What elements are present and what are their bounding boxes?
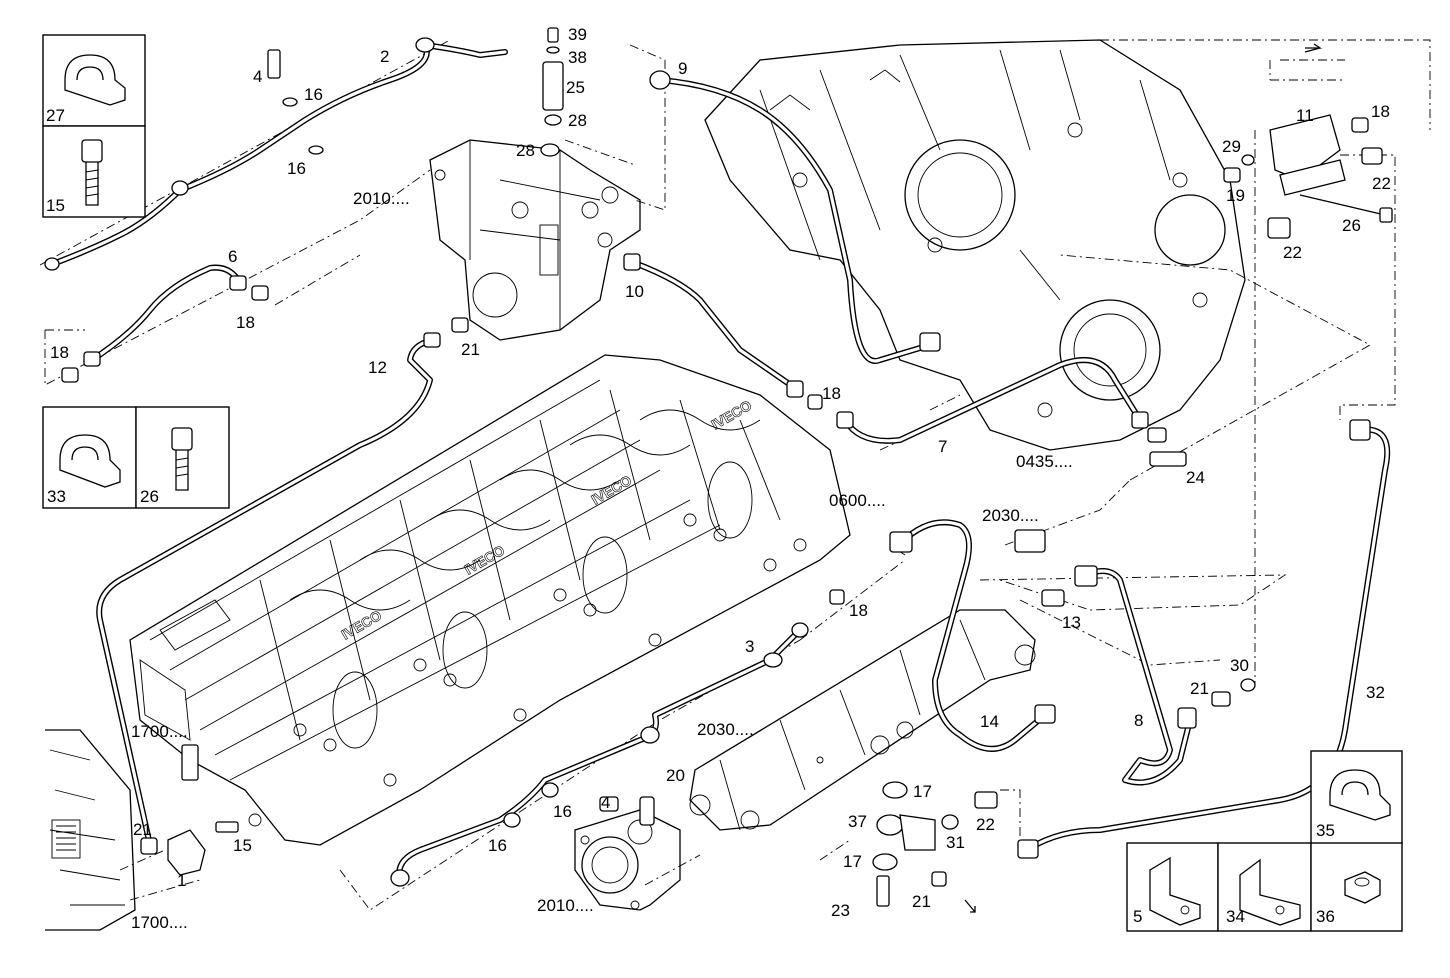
callout-7: 7 <box>938 437 947 456</box>
callout-23: 23 <box>831 901 850 920</box>
callout-16: 16 <box>488 836 507 855</box>
pipe-2 <box>44 37 508 271</box>
group-reference-labels: 2010.... 2010.... 2030.... 2030.... 0435… <box>131 189 1073 932</box>
callout-4: 4 <box>601 793 610 812</box>
callout-5: 5 <box>1133 907 1142 926</box>
callout-29: 29 <box>1222 137 1241 156</box>
callout-34: 34 <box>1226 907 1245 926</box>
pipe-10 <box>623 253 804 398</box>
callout-11: 11 <box>1296 106 1314 125</box>
callout-32: 32 <box>1366 683 1385 702</box>
callout-39: 39 <box>568 25 587 44</box>
callout-14: 14 <box>980 712 999 731</box>
flywheel-housing-illustration <box>704 39 1246 451</box>
callout-21: 21 <box>461 340 480 359</box>
callout-8: 8 <box>1134 711 1143 730</box>
callout-27: 27 <box>46 106 65 125</box>
callout-2: 2 <box>380 47 389 66</box>
callout-20: 20 <box>666 766 685 785</box>
callout-18: 18 <box>822 384 841 403</box>
cylinder-head-illustration: IVECO IVECO IVECO IVECO <box>129 354 851 846</box>
svg-text:IVECO: IVECO <box>709 397 755 433</box>
kit-box-15 <box>42 125 146 218</box>
callout-18: 18 <box>1371 102 1390 121</box>
ref-0600: 0600.... <box>829 491 886 510</box>
callout-18: 18 <box>50 343 69 362</box>
callout-22: 22 <box>976 815 995 834</box>
reference-lines <box>39 39 1431 911</box>
callout-18: 18 <box>849 601 868 620</box>
fuel-pump-illustration <box>429 139 641 341</box>
pipe-3 <box>390 622 809 887</box>
pipe-6 <box>83 264 247 367</box>
callout-15: 15 <box>46 196 65 215</box>
callout-21: 21 <box>912 892 931 911</box>
ref-0435: 0435.... <box>1016 452 1073 471</box>
callout-17: 17 <box>843 852 862 871</box>
callout-17: 17 <box>913 782 932 801</box>
svg-text:IVECO: IVECO <box>339 607 385 643</box>
callout-37: 37 <box>848 812 867 831</box>
callout-24: 24 <box>1186 468 1205 487</box>
ref-2010-filter: 2010.... <box>537 896 594 915</box>
part-labels: 1 2 3 4 4 5 6 7 8 9 10 11 12 13 14 15 15… <box>46 25 1391 926</box>
kit-box-33-26 <box>42 406 230 509</box>
callout-4: 4 <box>253 67 262 86</box>
callout-25: 25 <box>566 78 585 97</box>
pipe-7 <box>836 357 1149 444</box>
callout-22: 22 <box>1283 243 1302 262</box>
callout-21: 21 <box>133 820 152 839</box>
ref-1700-lower: 1700.... <box>131 913 188 932</box>
callout-33: 33 <box>47 487 66 506</box>
kit-box-35 <box>1310 750 1403 845</box>
callout-10: 10 <box>625 282 644 301</box>
ref-1700-upper: 1700.... <box>131 722 188 741</box>
callout-16: 16 <box>287 159 306 178</box>
callout-22: 22 <box>1372 174 1391 193</box>
callout-30: 30 <box>1230 656 1249 675</box>
callout-38: 38 <box>568 48 587 67</box>
callout-13: 13 <box>1062 613 1081 632</box>
ref-2030-lower: 2030.... <box>697 720 754 739</box>
pipe-9 <box>649 70 941 364</box>
callout-18: 18 <box>236 313 255 332</box>
pipe-12 <box>96 332 441 855</box>
callout-16: 16 <box>304 85 323 104</box>
callout-26: 26 <box>1342 216 1361 235</box>
callout-35: 35 <box>1316 821 1335 840</box>
pipe-14 <box>889 519 1056 752</box>
svg-text:IVECO: IVECO <box>589 472 635 508</box>
callout-15: 15 <box>233 836 252 855</box>
callout-16: 16 <box>553 802 572 821</box>
callout-28: 28 <box>516 141 535 160</box>
callout-26: 26 <box>140 487 159 506</box>
ref-2010-pump: 2010.... <box>353 189 410 208</box>
fuel-rail-illustration <box>689 609 1036 831</box>
callout-31: 31 <box>946 833 965 852</box>
callout-19: 19 <box>1226 186 1245 205</box>
callout-3: 3 <box>745 637 754 656</box>
callout-36: 36 <box>1316 907 1335 926</box>
ref-2030-upper: 2030.... <box>982 506 1039 525</box>
kit-box-5-34-36 <box>1126 842 1403 932</box>
ecu-fragment-illustration <box>45 729 136 931</box>
kit-box-27 <box>42 34 146 127</box>
callout-1: 1 <box>177 871 186 890</box>
callout-12: 12 <box>368 358 387 377</box>
callout-9: 9 <box>678 59 687 78</box>
pipe-8 <box>1074 565 1197 786</box>
fittings <box>61 27 1393 913</box>
callout-21: 21 <box>1190 679 1209 698</box>
callout-6: 6 <box>228 247 237 266</box>
oil-filter-head-illustration <box>574 809 681 911</box>
callout-28: 28 <box>568 111 587 130</box>
